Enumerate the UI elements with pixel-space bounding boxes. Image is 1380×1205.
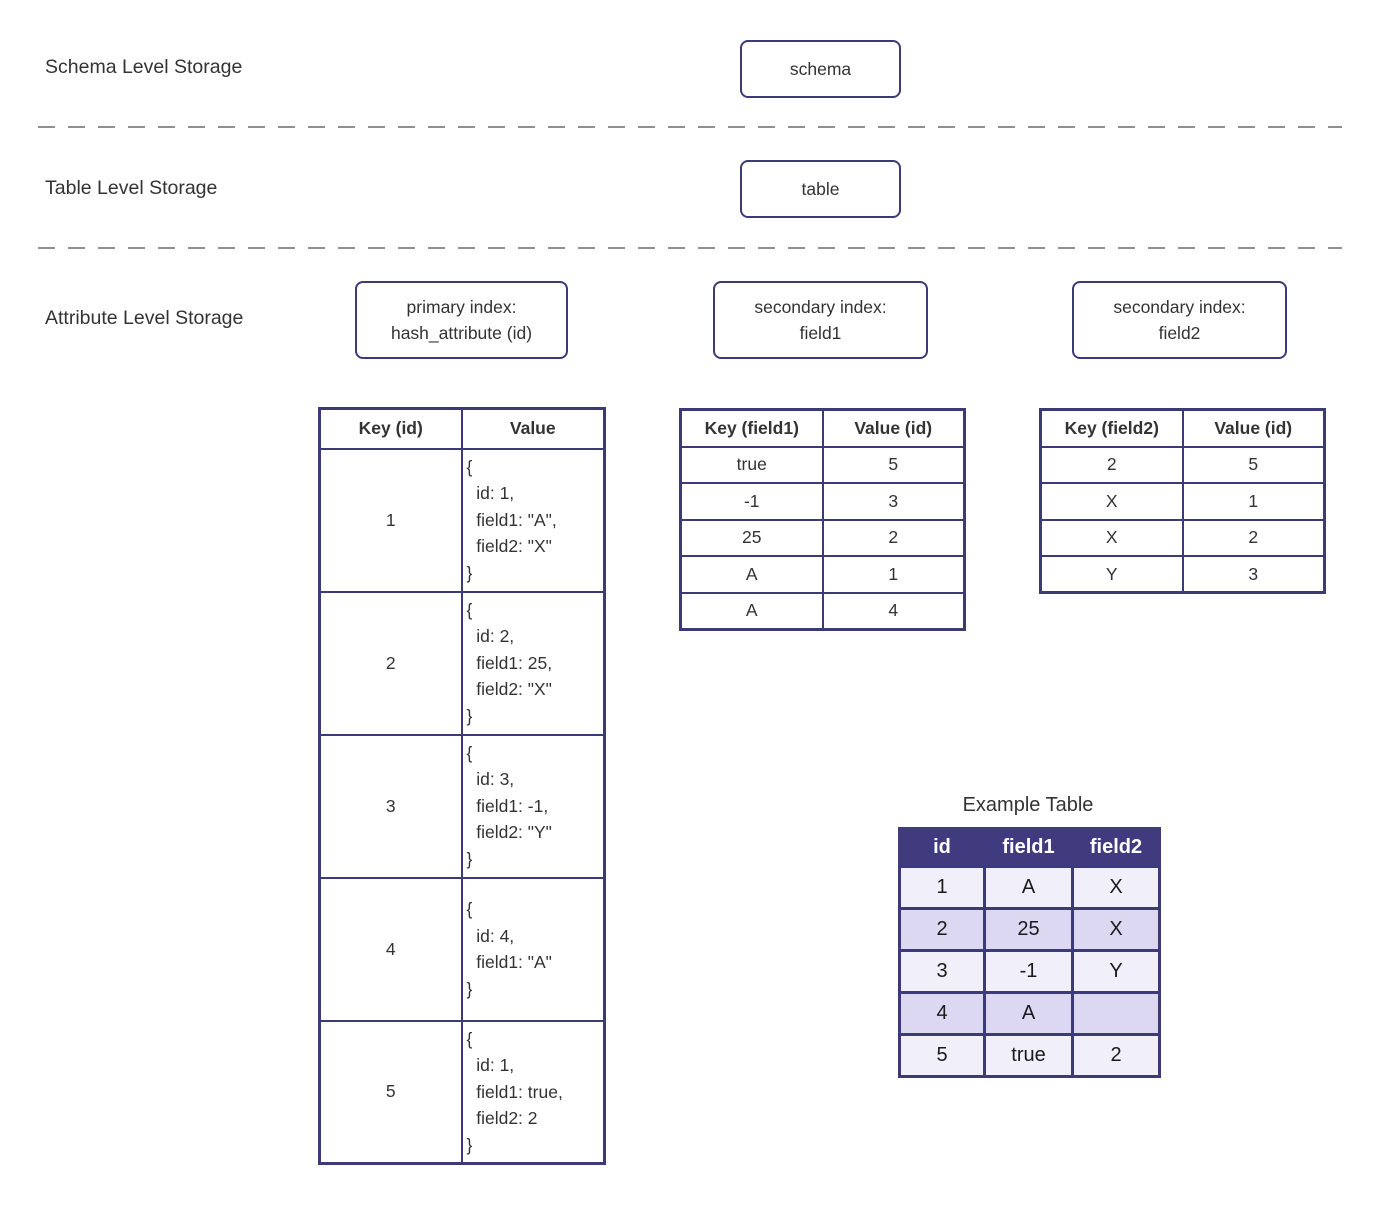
primary-table-header-key: Key (id) (318, 407, 463, 450)
field1-row-value: 4 (821, 591, 966, 630)
example-cell-id: 1 (898, 865, 986, 910)
table-row: 3 { id: 3, field1: -1, field2: "Y" } (318, 733, 606, 879)
field2-row-key: Y (1039, 555, 1184, 594)
table-row: X 2 (1039, 518, 1326, 557)
table-row: 1 { id: 1, field1: "A", field2: "X" } (318, 447, 606, 593)
secondary-index-field2-line1: secondary index: (1113, 297, 1246, 317)
field1-table-header-row: Key (field1) Value (id) (679, 408, 966, 448)
primary-index-line1: primary index: (406, 297, 517, 317)
field2-row-key: 2 (1039, 445, 1184, 484)
primary-row-key: 2 (318, 590, 463, 736)
primary-row-key: 1 (318, 447, 463, 593)
secondary-index-field1-line2: field1 (799, 323, 842, 343)
table-row: 2 { id: 2, field1: 25, field2: "X" } (318, 590, 606, 736)
primary-row-key: 3 (318, 733, 463, 879)
schema-table-divider (38, 126, 1342, 128)
table-row: 4 { id: 4, field1: "A" } (318, 876, 606, 1022)
example-cell-field1: -1 (983, 949, 1074, 994)
field1-row-value: 2 (821, 518, 966, 557)
table-row: Y 3 (1039, 555, 1326, 594)
table-row: A 1 (679, 555, 966, 594)
primary-row-key: 5 (318, 1019, 463, 1165)
example-header-field2: field2 (1071, 827, 1161, 868)
field1-row-key: true (679, 445, 824, 484)
table-node-label: table (801, 179, 840, 199)
table-row: -1 3 (679, 482, 966, 521)
example-cell-id: 2 (898, 907, 986, 952)
primary-index-table: Key (id) Value 1 { id: 1, field1: "A", f… (318, 407, 606, 1165)
example-cell-id: 5 (898, 1033, 986, 1078)
attribute-level-label: Attribute Level Storage (45, 307, 244, 329)
schema-level-label: Schema Level Storage (45, 56, 243, 78)
field2-index-table: Key (field2) Value (id) 2 5 X 1 X 2 Y 3 (1039, 408, 1326, 594)
table-node: table (740, 160, 901, 218)
table-row: 5 { id: 1, field1: true, field2: 2 } (318, 1019, 606, 1165)
example-table: id field1 field2 1 A X 2 25 X 3 -1 Y 4 (898, 827, 1161, 1078)
primary-row-value: { id: 2, field1: 25, field2: "X" } (460, 590, 606, 736)
table-row: 4 A (898, 991, 1161, 1036)
example-cell-field2: Y (1071, 949, 1161, 994)
primary-table-header-value: Value (460, 407, 606, 450)
field2-row-value: 5 (1181, 445, 1326, 484)
example-table-title: Example Table (962, 794, 1094, 816)
schema-node: schema (740, 40, 901, 98)
table-row: A 4 (679, 591, 966, 630)
field1-table-header-key: Key (field1) (679, 408, 824, 448)
primary-row-value: { id: 1, field1: true, field2: 2 } (460, 1019, 606, 1165)
table-row: true 5 (679, 445, 966, 484)
secondary-index-field2-line2: field2 (1158, 323, 1201, 343)
schema-node-label: schema (789, 59, 852, 79)
field1-row-value: 5 (821, 445, 966, 484)
example-cell-field2: 2 (1071, 1033, 1161, 1078)
primary-row-value: { id: 3, field1: -1, field2: "Y" } (460, 733, 606, 879)
field2-row-key: X (1039, 518, 1184, 557)
table-level-label: Table Level Storage (45, 177, 218, 199)
example-table-header-row: id field1 field2 (898, 827, 1161, 868)
example-cell-field2 (1071, 991, 1161, 1036)
field2-table-header-value: Value (id) (1181, 408, 1326, 448)
primary-table-header-row: Key (id) Value (318, 407, 606, 450)
field2-row-value: 3 (1181, 555, 1326, 594)
example-cell-field1: true (983, 1033, 1074, 1078)
primary-index-node: primary index: hash_attribute (id) (355, 281, 568, 359)
example-cell-field1: A (983, 865, 1074, 910)
secondary-index-field1-line1: secondary index: (754, 297, 887, 317)
table-row: 1 A X (898, 865, 1161, 910)
primary-row-key: 4 (318, 876, 463, 1022)
example-cell-field2: X (1071, 865, 1161, 910)
example-header-field1: field1 (983, 827, 1074, 868)
table-row: X 1 (1039, 482, 1326, 521)
field1-index-table: Key (field1) Value (id) true 5 -1 3 25 2… (679, 408, 966, 631)
example-cell-id: 3 (898, 949, 986, 994)
table-row: 2 25 X (898, 907, 1161, 952)
field1-row-key: 25 (679, 518, 824, 557)
field1-table-header-value: Value (id) (821, 408, 966, 448)
field1-row-value: 1 (821, 555, 966, 594)
field2-table-header-key: Key (field2) (1039, 408, 1184, 448)
secondary-index-field2-node: secondary index: field2 (1072, 281, 1287, 359)
primary-row-value: { id: 1, field1: "A", field2: "X" } (460, 447, 606, 593)
example-cell-field1: A (983, 991, 1074, 1036)
example-header-id: id (898, 827, 986, 868)
example-cell-field2: X (1071, 907, 1161, 952)
field1-row-value: 3 (821, 482, 966, 521)
example-cell-field1: 25 (983, 907, 1074, 952)
field1-row-key: -1 (679, 482, 824, 521)
table-attribute-divider (38, 247, 1342, 249)
example-cell-id: 4 (898, 991, 986, 1036)
table-row: 2 5 (1039, 445, 1326, 484)
table-row: 5 true 2 (898, 1033, 1161, 1078)
secondary-index-field1-node: secondary index: field1 (713, 281, 928, 359)
field2-table-header-row: Key (field2) Value (id) (1039, 408, 1326, 448)
field2-row-value: 2 (1181, 518, 1326, 557)
primary-index-line2: hash_attribute (id) (390, 323, 533, 343)
primary-row-value: { id: 4, field1: "A" } (460, 876, 606, 1022)
field1-row-key: A (679, 591, 824, 630)
table-row: 25 2 (679, 518, 966, 557)
field2-row-value: 1 (1181, 482, 1326, 521)
field1-row-key: A (679, 555, 824, 594)
table-row: 3 -1 Y (898, 949, 1161, 994)
field2-row-key: X (1039, 482, 1184, 521)
